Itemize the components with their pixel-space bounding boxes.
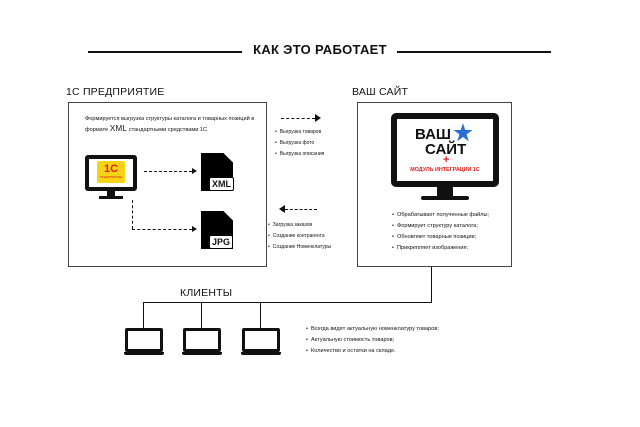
import-item: Загрузка заказов [268,221,348,229]
feature-list: Обрабатывает полученные файлы; Формирует… [392,211,512,253]
logo-1c-subtext: ПРЕДПРИЯТИЕ [99,175,123,179]
clients-connector-horizontal [143,302,432,303]
right-heading: ВАШ САЙТ [352,86,409,98]
description-suffix: стандартными средствами 1С [128,127,208,133]
benefit-item: Количество и остатки на складе. [306,347,506,356]
clients-drop-1 [143,302,144,328]
description-prefix: Формируется выгрузка структуры каталога … [85,116,255,133]
feature-item: Формирует структуру каталога; [392,222,512,231]
import-arrowhead [279,205,285,213]
screen-line-2: САЙТ [425,141,467,158]
desktop-monitor-icon: 1С ПРЕДПРИЯТИЕ [85,155,137,201]
clients-drop-2 [201,302,202,328]
laptop-icon [241,328,281,356]
import-item: Создание Номенклатуры [268,243,348,251]
clients-heading: КЛИЕНТЫ [176,287,237,299]
jpg-file-label: JPG [209,235,234,249]
logo-1c: 1С ПРЕДПРИЯТИЕ [97,161,125,183]
page-title: КАК ЭТО РАБОТАЕТ [253,42,387,57]
feature-item: Обрабатывает полученные файлы; [392,211,512,220]
left-heading: 1С ПРЕДПРИЯТИЕ [66,86,165,98]
left-description: Формируется выгрузка структуры каталога … [85,115,257,135]
title-rule-right [397,51,551,53]
connector-to-xml [144,171,192,172]
left-panel: Формируется выгрузка структуры каталога … [68,102,267,267]
laptop-icon [182,328,222,356]
export-arrowhead [315,114,321,122]
benefit-item: Актуальную стоимость товаров; [306,336,506,345]
title-rule-left [88,51,242,53]
screen-plus: + [443,154,450,166]
laptop-icon [124,328,164,356]
import-arrow [285,209,317,210]
arrowhead-xml [192,168,197,174]
export-item: Выгрузка фото [275,139,355,147]
site-monitor-icon: ВАШ САЙТ + МОДУЛЬ ИНТЕГРАЦИИ 1С [391,113,499,205]
export-arrow [281,118,315,119]
connector-vertical [132,200,133,229]
logo-1c-text: 1С [103,163,119,175]
benefit-item: Всегда видят актуальную номенклатуру тов… [306,325,506,334]
clients-benefit-list: Всегда видят актуальную номенклатуру тов… [306,325,506,356]
right-panel: ВАШ САЙТ + МОДУЛЬ ИНТЕГРАЦИИ 1С Обрабаты… [357,102,512,267]
import-list: Загрузка заказов Создание контрагента Со… [268,221,348,251]
export-list: Выгрузка товаров Выгрузка фото Выгрузка … [275,128,355,158]
arrowhead-jpg [192,226,197,232]
import-item: Создание контрагента [268,232,348,240]
screen-module: МОДУЛЬ ИНТЕГРАЦИИ 1С [410,167,480,173]
clients-drop-3 [260,302,261,328]
clients-connector-vertical [431,267,432,302]
feature-item: Прикрепляет изображения; [392,244,512,253]
connector-to-jpg [132,229,192,230]
xml-file-label: XML [209,177,234,191]
export-item: Выгрузка товаров [275,128,355,136]
feature-item: Обновляет товарные позиции; [392,233,512,242]
screen-line-1: ВАШ [415,126,451,143]
export-item: Выгрузка описания [275,150,355,158]
description-format: XML [109,124,128,133]
